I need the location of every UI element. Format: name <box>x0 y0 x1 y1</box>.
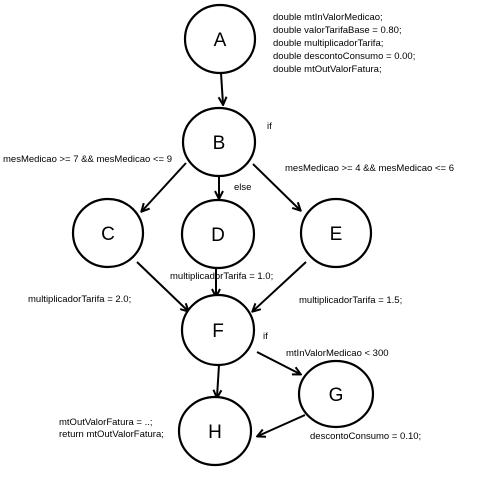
if-label-b: if <box>267 121 272 132</box>
edge-f-h <box>217 364 219 397</box>
edge-f-g <box>256 351 300 374</box>
assignment-d: multiplicadorTarifa = 1.0; <box>170 271 273 282</box>
assignment-e: multiplicadorTarifa = 1.5; <box>299 295 402 306</box>
node-g-label: G <box>329 385 344 406</box>
assignment-c: multiplicadorTarifa = 2.0; <box>28 294 131 305</box>
node-c: C <box>71 197 145 269</box>
if-label-f: if <box>263 331 268 342</box>
node-g: G <box>297 359 375 429</box>
declaration-line: double mtInValorMedicao; <box>273 12 383 23</box>
node-a-label: A <box>214 30 227 51</box>
node-f: F <box>180 293 256 367</box>
assignment-g: descontoConsumo = 0.10; <box>310 431 421 442</box>
statement-h-line1: mtOutValorFatura = ..; <box>59 417 153 428</box>
declarations-block: double mtInValorMedicao; double valorTar… <box>273 12 415 75</box>
declaration-line: double multiplicadorTarifa; <box>273 38 383 49</box>
edge-a-b <box>221 72 223 104</box>
node-e: E <box>299 197 373 269</box>
edge-c-f <box>136 261 188 311</box>
node-f-label: F <box>212 321 224 342</box>
condition-b-c: mesMedicao >= 7 && mesMedicao <= 9 <box>3 154 172 165</box>
condition-f-g: mtInValorMedicao < 300 <box>286 348 389 359</box>
edge-e-f <box>253 261 307 311</box>
node-b: B <box>181 106 257 178</box>
declaration-line: double mtOutValorFatura; <box>273 64 382 75</box>
node-e-label: E <box>330 224 343 245</box>
node-c-label: C <box>101 224 115 245</box>
edge-g-h <box>258 414 306 436</box>
else-label-b-d: else <box>234 182 251 193</box>
declaration-line: double valorTarifaBase = 0.80; <box>273 25 402 36</box>
node-a: A <box>183 3 257 75</box>
node-d-label: D <box>211 225 225 246</box>
declaration-line: double descontoConsumo = 0.00; <box>273 51 415 62</box>
node-b-label: B <box>213 133 226 154</box>
edge-b-c <box>142 162 187 211</box>
edge-b-e <box>252 163 300 210</box>
node-h-label: H <box>208 422 222 443</box>
node-d: D <box>180 198 256 270</box>
statement-h-line2: return mtOutValorFatura; <box>59 429 164 440</box>
condition-b-e: mesMedicao >= 4 && mesMedicao <= 6 <box>285 163 454 174</box>
node-h: H <box>177 395 253 467</box>
